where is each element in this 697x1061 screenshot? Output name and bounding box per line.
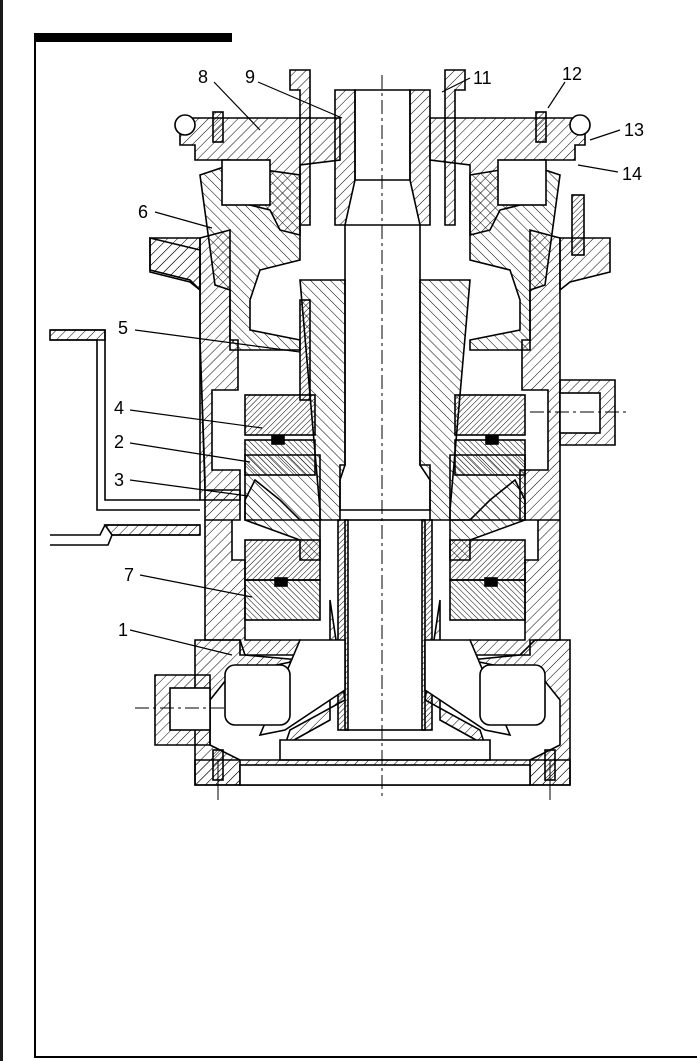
top-port-left (289, 69, 311, 226)
leader-4 (129, 409, 263, 429)
header-bar (34, 33, 232, 42)
leader-8 (213, 81, 261, 131)
pipe-left (50, 329, 200, 501)
leader-12 (547, 81, 566, 109)
bearing-lower-right (454, 439, 526, 476)
pipe-left-hatch-a (49, 329, 106, 341)
bolt-ring-left (174, 114, 196, 136)
cone-base (279, 739, 491, 761)
lower-tube-wall-right (421, 519, 433, 731)
port-left-bore (169, 687, 211, 731)
pipe-left-lower-2 (50, 534, 200, 546)
bolt-left (212, 111, 224, 143)
coil-right (497, 159, 547, 206)
shaft-sleeve-left (334, 89, 356, 226)
callout-8: 8 (198, 67, 208, 87)
callout-2: 2 (114, 432, 124, 452)
lower-tube-wall-left (337, 519, 349, 731)
callout-9: 9 (245, 67, 255, 87)
callout-3: 3 (114, 470, 124, 490)
bearing-upper-left (244, 394, 316, 436)
leader-9 (257, 81, 343, 119)
leader-13 (589, 129, 621, 141)
motor-housing-right (469, 164, 561, 351)
bottom-opening (239, 764, 531, 786)
leader-1 (129, 629, 233, 656)
pipe-left-inner (50, 339, 200, 511)
rod-5 (299, 299, 311, 401)
bearing-ball-left (271, 435, 285, 445)
leader-14 (577, 164, 619, 173)
bolt-right (535, 111, 547, 143)
stud-right (571, 194, 585, 256)
callout-13: 13 (624, 120, 644, 140)
chamber-left (224, 664, 291, 726)
lower-bearing-right (449, 539, 526, 581)
leader-2 (129, 442, 251, 463)
frame-bottom-rule (34, 1056, 697, 1058)
shaft-sleeve-right (409, 89, 431, 226)
callout-1: 1 (118, 620, 128, 640)
coil-left (221, 159, 271, 206)
callout-12: 12 (562, 64, 582, 84)
shaft-body (339, 224, 431, 511)
top-port-right (444, 69, 466, 226)
bolt-ring-right (569, 114, 591, 136)
housing-right (469, 228, 561, 656)
page-edge (0, 0, 3, 1061)
callout-11: 11 (473, 68, 492, 88)
lower-ball-right (484, 577, 498, 587)
leader-3 (129, 479, 249, 497)
flange-right (559, 237, 611, 292)
callout-7: 7 (124, 565, 134, 585)
callout-5: 5 (118, 318, 128, 338)
leader-7 (139, 574, 253, 598)
callout-6: 6 (138, 202, 148, 222)
lower-ball-left (274, 577, 288, 587)
leader-11 (441, 77, 471, 93)
lower-bearing-left (244, 539, 321, 581)
leader-6 (154, 211, 213, 229)
bearing-ball-right (485, 435, 499, 445)
flange-left (149, 237, 201, 292)
pipe-left-hatch-b (103, 524, 201, 536)
callout-4: 4 (114, 398, 124, 418)
port-right-bore (559, 392, 601, 434)
bearing-upper-right (454, 394, 526, 436)
leader-5 (134, 329, 301, 353)
callout-14: 14 (622, 164, 642, 184)
lower-tube (344, 519, 426, 731)
chamber-right (479, 664, 546, 726)
frame-left-rule (34, 36, 36, 1058)
bearing-lower-left (244, 439, 316, 476)
